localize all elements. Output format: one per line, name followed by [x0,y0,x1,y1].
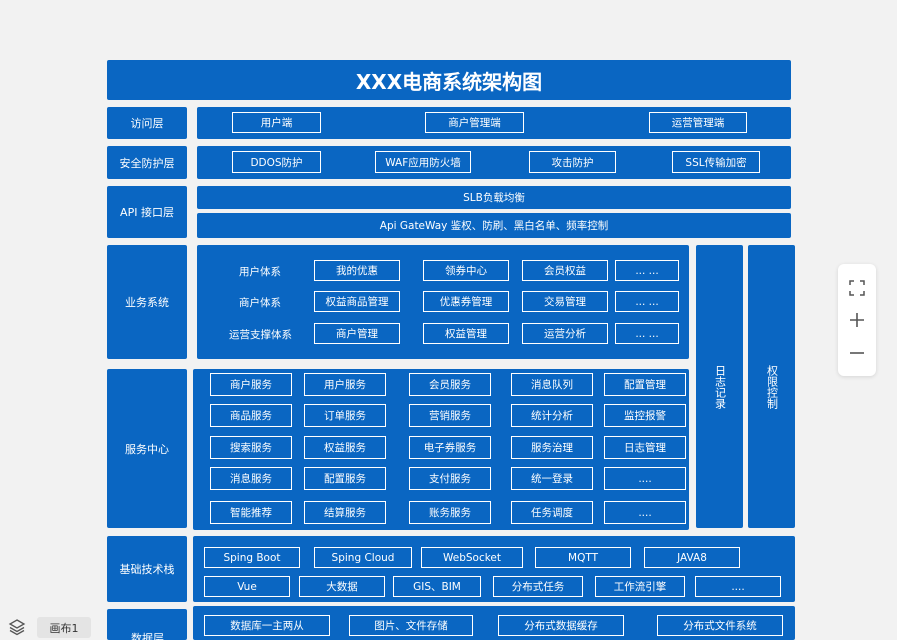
slb-load-balancer: SLB负载均衡 [197,186,791,209]
service-item: 监控报警 [604,404,686,427]
service-item: 消息服务 [210,467,292,490]
business-item: 权益商品管理 [314,291,400,312]
service-item: .... [604,467,686,490]
business-item: 交易管理 [522,291,608,312]
security-item: SSL传输加密 [672,151,760,173]
service-item: .... [604,501,686,524]
service-item: 用户服务 [304,373,386,396]
tech-item: 工作流引擎 [595,576,685,597]
log-record-label: 日志记录 [713,364,727,409]
tech-item: Vue [204,576,290,597]
business-row-name: 运营支撑体系 [229,329,292,341]
tech-stack-panel: Sping Boot Sping Cloud WebSocket MQTT JA… [193,536,795,602]
service-item: 账务服务 [409,501,491,524]
tech-item: WebSocket [421,547,523,568]
service-item: 会员服务 [409,373,491,396]
security-item: 攻击防护 [529,151,616,173]
security-item: DDOS防护 [232,151,321,173]
data-item: 分布式数据缓存 [498,615,624,636]
diagram-title: XXX电商系统架构图 [107,60,791,100]
access-item: 商户管理端 [425,112,524,133]
zoom-out-button[interactable] [838,338,876,368]
tech-item: 大数据 [299,576,385,597]
business-item: 我的优惠 [314,260,400,281]
business-item: 商户管理 [314,323,400,344]
service-item: 统一登录 [511,467,593,490]
minus-icon [850,352,864,354]
api-gateway: Api GateWay 鉴权、防刷、黑白名单、频率控制 [197,213,791,238]
data-item: 图片、文件存储 [349,615,473,636]
tech-item: .... [695,576,781,597]
service-item: 日志管理 [604,436,686,459]
service-item: 配置服务 [304,467,386,490]
permission-control-column: 权限控制 [748,245,795,528]
service-item: 商品服务 [210,404,292,427]
business-item: 优惠券管理 [423,291,509,312]
canvas-tab[interactable]: 画布1 [37,617,91,638]
tech-item: Sping Boot [204,547,300,568]
data-layer-panel: 数据库一主两从 图片、文件存储 分布式数据缓存 分布式文件系统 [193,606,795,640]
layers-icon[interactable] [8,618,28,636]
security-layer-panel: DDOS防护 WAF应用防火墙 攻击防护 SSL传输加密 [197,146,791,179]
service-item: 商户服务 [210,373,292,396]
access-layer-label: 访问层 [107,107,187,139]
service-item: 配置管理 [604,373,686,396]
permission-control-label: 权限控制 [765,364,779,409]
tech-stack-label: 基础技术栈 [107,536,187,602]
access-item: 用户端 [232,112,321,133]
business-item: ... ... [615,260,679,281]
data-item: 分布式文件系统 [657,615,783,636]
business-item: 会员权益 [522,260,608,281]
business-item: 领券中心 [423,260,509,281]
service-item: 任务调度 [511,501,593,524]
tech-item: GIS、BIM [393,576,481,597]
service-item: 统计分析 [511,404,593,427]
service-item: 智能推荐 [210,501,292,524]
tech-item: JAVA8 [644,547,740,568]
business-system-panel: 用户体系 我的优惠 领券中心 会员权益 ... ... 商户体系 权益商品管理 … [197,245,689,359]
business-system-label: 业务系统 [107,245,187,359]
access-item: 运营管理端 [649,112,747,133]
zoom-in-button[interactable] [838,305,876,335]
service-item: 搜索服务 [210,436,292,459]
service-item: 营销服务 [409,404,491,427]
api-layer-label: API 接口层 [107,186,187,238]
service-center-panel: 商户服务用户服务会员服务消息队列配置管理商品服务订单服务营销服务统计分析监控报警… [193,369,689,530]
service-item: 权益服务 [304,436,386,459]
service-item: 电子券服务 [409,436,491,459]
service-item: 结算服务 [304,501,386,524]
business-row-name: 用户体系 [239,266,281,278]
data-item: 数据库一主两从 [204,615,330,636]
fit-screen-icon [849,280,865,296]
tech-item: MQTT [535,547,631,568]
service-center-label: 服务中心 [107,369,187,528]
service-item: 服务治理 [511,436,593,459]
data-layer-label-text: 数据层 [131,632,164,640]
plus-icon [850,313,864,327]
security-item: WAF应用防火墙 [375,151,471,173]
zoom-toolbar [838,264,876,376]
business-row-name: 商户体系 [239,297,281,309]
data-layer-label: 数据层 [107,609,187,640]
tech-item: 分布式任务 [493,576,583,597]
business-item: 运营分析 [522,323,608,344]
access-layer-panel: 用户端 商户管理端 运营管理端 [197,107,791,139]
business-item: ... ... [615,323,679,344]
tech-item: Sping Cloud [314,547,412,568]
business-item: 权益管理 [423,323,509,344]
business-item: ... ... [615,291,679,312]
service-item: 订单服务 [304,404,386,427]
log-record-column: 日志记录 [696,245,743,528]
service-item: 消息队列 [511,373,593,396]
security-layer-label: 安全防护层 [107,146,187,179]
fit-screen-button[interactable] [838,273,876,303]
service-item: 支付服务 [409,467,491,490]
